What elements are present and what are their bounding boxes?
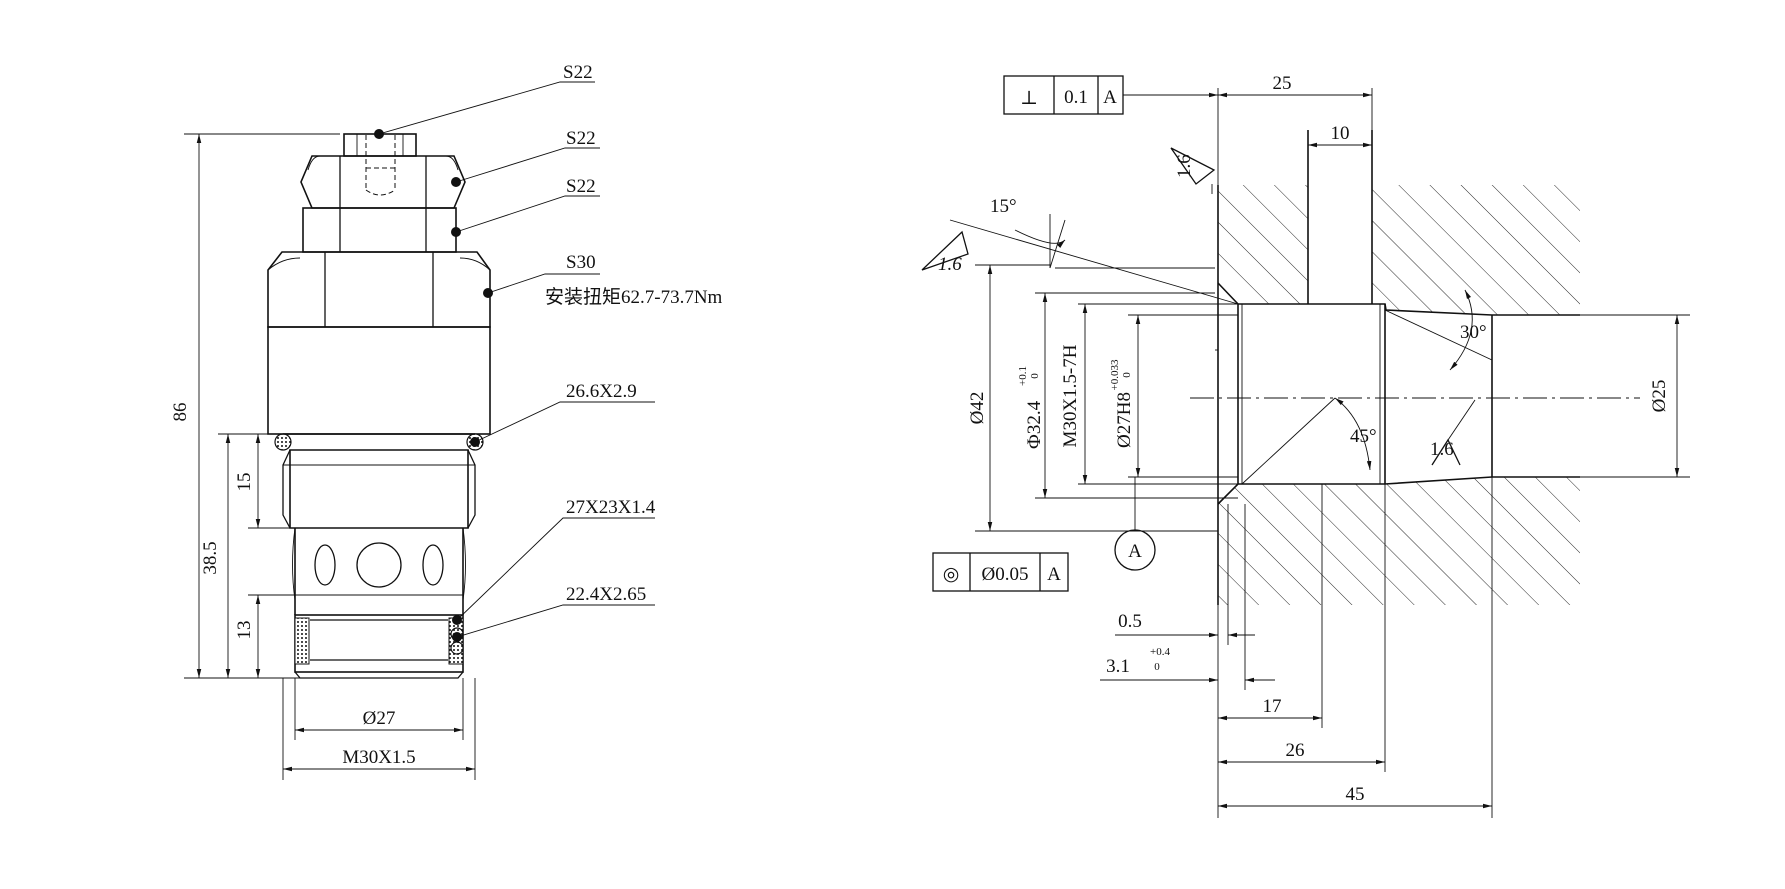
surface-finish-symbols: 1.6 1.6 1.6 [921, 147, 1476, 466]
dim-depth-3-1-tol-lower: 0 [1154, 661, 1160, 673]
callout-s22-locknut: S22 [566, 176, 596, 197]
dim-band-15: 15 [234, 473, 255, 492]
callout-backup-ring: 27X23X1.4 [566, 497, 656, 518]
dim-dia-32-tol-lower: 0 [1029, 373, 1041, 379]
dim-thread-m30: M30X1.5 [342, 747, 415, 768]
dim-dia-27-tol-lower: 0 [1121, 372, 1133, 378]
dim-dia-27: Ø27 [363, 708, 396, 729]
dim-body-38-5: 38.5 [200, 541, 221, 574]
dim-dia-27-tol-upper: +0.033 [1109, 359, 1121, 390]
cavity-view: ⊥ 0.1 A 25 10 1.6 1.6 1.6 [921, 73, 1690, 818]
dim-dia-25: Ø25 [1649, 380, 1670, 413]
dim-band-13: 13 [234, 621, 255, 640]
threaded-section [282, 433, 476, 529]
angle-annotations: 15° 30° 45° [990, 196, 1487, 471]
dim-dia-32-4: Ф32.4 [1024, 400, 1045, 449]
perpendicularity-symbol: ⊥ [1020, 88, 1038, 109]
concentricity-symbol: ◎ [943, 564, 960, 585]
dim-depth-3-1: 3.1 [1106, 656, 1130, 677]
dim-dia-32-tol-upper: +0.1 [1017, 366, 1029, 386]
dim-depth-26: 26 [1286, 740, 1305, 761]
hex-body-s30 [267, 251, 491, 328]
hex-nut-lower [302, 207, 457, 253]
surface-finish-left: 1.6 [938, 254, 962, 275]
dim-depth-3-1-tol-upper: +0.4 [1150, 646, 1170, 658]
concentricity-tolerance: Ø0.05 [982, 564, 1029, 585]
top-dimensions: 25 10 [1217, 73, 1373, 185]
bottom-dimensions: 0.5 3.1 +0.4 0 17 26 45 [1100, 477, 1493, 818]
callouts: S22 S22 S22 S30 安装扭矩62.7-73.7Nm 26.6X2.9… [374, 62, 723, 642]
cartridge-dimensions: 86 38.5 15 13 Ø27 M30X1.5 [170, 133, 476, 780]
dim-depth-45: 45 [1346, 784, 1365, 805]
angle-45: 45° [1350, 426, 1377, 447]
callout-s30: S30 [566, 252, 596, 273]
callout-s22-nut: S22 [566, 128, 596, 149]
perpendicularity-tolerance: 0.1 [1064, 87, 1088, 108]
cartridge-view: S22 S22 S22 S30 安装扭矩62.7-73.7Nm 26.6X2.9… [170, 62, 723, 780]
angle-15: 15° [990, 196, 1017, 217]
surface-finish-bore: 1.6 [1430, 439, 1454, 460]
datum-a-label: A [1128, 541, 1142, 562]
perpendicularity-frame: ⊥ 0.1 A [1003, 75, 1218, 115]
hex-nut-upper [300, 155, 466, 209]
oring-upper [274, 433, 484, 451]
tool-profile [949, 214, 1493, 485]
callout-oring-upper: 26.6X2.9 [566, 381, 637, 402]
dim-dia-27-h8: Ø27H8 [1114, 392, 1135, 448]
lower-seal-gland [294, 614, 464, 679]
dim-depth-10: 10 [1331, 123, 1350, 144]
angle-30: 30° [1460, 322, 1487, 343]
callout-oring-lower: 22.4X2.65 [566, 584, 646, 605]
concentricity-frame: ◎ Ø0.05 A [932, 552, 1069, 592]
dim-depth-17: 17 [1263, 696, 1282, 717]
dim-chamfer-0-5: 0.5 [1118, 611, 1142, 632]
adjust-screw [343, 133, 417, 196]
valve-body [267, 326, 491, 435]
diameter-dimensions: Ø42 Ф32.4 +0.1 0 M30X1.5-7H Ø27H8 +0.033… [967, 264, 1690, 532]
port-section [292, 527, 466, 615]
callout-s22-screw: S22 [563, 62, 593, 83]
datum-a: A [1114, 477, 1156, 571]
dim-thread-m30-7h: M30X1.5-7H [1060, 344, 1081, 447]
dim-dia-42: Ø42 [967, 392, 988, 425]
torque-note: 安装扭矩62.7-73.7Nm [545, 286, 723, 308]
concentricity-datum: A [1047, 564, 1061, 585]
dim-depth-25: 25 [1273, 73, 1292, 94]
perpendicularity-datum: A [1103, 87, 1117, 108]
cavity-hatching [1218, 185, 1580, 605]
dim-overall-86: 86 [170, 403, 191, 422]
surface-finish-top: 1.6 [1174, 154, 1195, 178]
